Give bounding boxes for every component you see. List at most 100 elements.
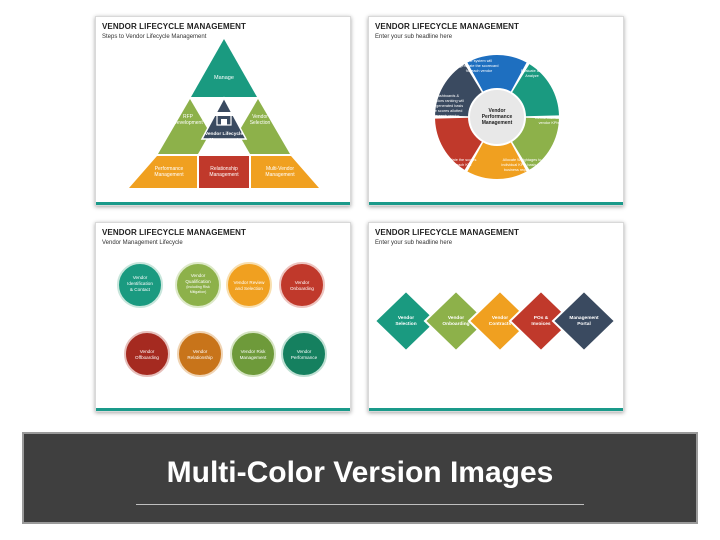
slide-subtitle: Vendor Management Lifecycle [102,240,183,246]
center-label-2: Performance [482,114,513,120]
seg6-line-3: be generated basis [431,104,463,108]
bottom2-line-1: Vendor [193,349,208,354]
slide-title: VENDOR LIFECYCLE MANAGEMENT [375,228,520,237]
bubble-bottom-1: Vendor Offboarding [124,331,170,377]
seg4-line-3: business requirement [504,168,541,172]
seg4-line-2: individual KPIs basis the [501,163,542,167]
slide-subtitle: Enter your sub headline here [375,240,453,246]
label-performance-1: Performance [155,166,184,172]
pyramid-bottom-right [251,156,319,188]
diamond-step-5: Management Portal [551,289,617,353]
step2-line-2: Onboarding [442,321,469,327]
step4-line-2: Invoices [531,321,551,327]
bubble-bottom-4: Vendor Performance [281,331,327,377]
slide-title: VENDOR LIFECYCLE MANAGEMENT [102,22,247,31]
seg2-label: Evaluate and Analyze [521,69,543,78]
bubble-top-3: Vendor Review and Selection [226,262,272,308]
step2-line-1: Vendor [448,315,464,321]
step5-line-1: Management [569,315,599,321]
seg3-line-2: vendor KPIs [539,121,560,125]
pyramid-bottom-center [199,156,249,188]
seg4-label: Allocate Weightages to individual KPIs b… [501,158,542,172]
label-multivendor-2: Management [265,172,295,178]
label-center-2: Management [209,137,239,143]
top2-line-4: Mitigation) [190,290,207,294]
slide-title: VENDOR LIFECYCLE MANAGEMENT [375,22,520,31]
bubble-top-4: Vendor Onboarding [279,262,325,308]
slide-accent-bar [96,202,350,205]
top1-line-3: & Contact [130,287,151,292]
ring-segment-6 [435,64,483,117]
label-performance-2: Management [154,172,184,178]
seg5-label: Update the scores for each KPI [446,158,477,167]
bubble-top-1: Vendor Identification & Contact [117,262,163,308]
slide-diamonds[interactable]: VENDOR LIFECYCLE MANAGEMENT Enter your s… [368,222,624,412]
seg6-line-1: Dashboards & [435,94,460,98]
banner-divider [136,504,584,505]
step3-line-2: Contracts [489,321,512,327]
seg6-line-5: to each vendor [434,114,460,118]
bottom-banner: Multi-Color Version Images [22,432,698,524]
diamond-step-4: POs & Invoices [508,289,574,353]
top4-line-1: Vendor [295,280,310,285]
ring-segment-2 [511,64,559,117]
bottom1-line-2: Offboarding [135,355,159,360]
label-manage: Manage [214,75,234,81]
seg3-line-1: Define individual [535,116,563,120]
slide-circular[interactable]: VENDOR LIFECYCLE MANAGEMENT Enter your s… [368,16,624,206]
label-center-1: Vendor Lifecycle [205,131,243,137]
bottom4-line-1: Vendor [297,349,312,354]
store-icon [215,112,233,126]
ring-segment-5 [435,117,483,170]
seg3-label: Define individual vendor KPIs [535,116,563,125]
seg2-line-1: Evaluate and [521,69,543,73]
seg1-line-2: generate the scorecard [459,64,498,68]
seg4-line-1: Allocate Weightages to [503,158,542,162]
slide-pyramid[interactable]: VENDOR LIFECYCLE MANAGEMENT Steps to Ven… [95,16,351,206]
pyramid-diagram: Manage RFP Development Vendor Selection … [129,39,319,188]
slide-bubbles[interactable]: VENDOR LIFECYCLE MANAGEMENT Vendor Manag… [95,222,351,412]
label-relationship-1: Relationship [210,166,238,172]
circular-diagram: Vendor Performance Management The system… [430,55,563,180]
seg1-line-3: for each vendor [466,69,493,73]
bubble-top-2: Vendor Qualification (Including Risk Mit… [175,262,221,308]
seg5-line-2: for each KPI [451,163,472,167]
bottom4-line-2: Performance [291,355,318,360]
seg6-line-4: the scores allotted [432,109,463,113]
bottom1-line-1: Vendor [140,349,155,354]
top2-line-1: Vendor [191,273,206,278]
pyramid-top [191,39,257,97]
slide-accent-bar [96,408,350,411]
label-vendor-selection-2: Selection [250,120,271,126]
top1-line-1: Vendor [133,275,148,280]
ring-segment-3 [511,117,559,170]
top3-line-2: and Selection [235,286,263,291]
ring-segment-4 [467,141,527,180]
slide-subtitle: Enter your sub headline here [375,34,453,40]
center-label-3: Management [482,120,513,126]
bottom3-line-1: Vendor Risk [241,349,266,354]
center-label-1: Vendor [489,108,506,114]
label-vendor-selection-1: Vendor [252,114,268,120]
top3-line-1: Vendor Review [234,280,266,285]
ring-segment-1 [467,55,527,93]
step4-line-1: POs & [534,315,549,321]
seg1-label: The system will generate the scorecard f… [459,59,498,73]
banner-title: Multi-Color Version Images [166,456,554,489]
step5-line-2: Portal [577,321,591,327]
pyramid-center [200,96,248,140]
bottom3-line-2: Management [240,355,268,360]
top2-line-3: (Including Risk [186,285,210,289]
slide-subtitle: Steps to Vendor Lifecycle Management [102,34,207,40]
pyramid-bottom-left [129,156,197,188]
seg6-label: Dashboards & Vendors ranking will be gen… [430,94,464,118]
bubble-bottom-3: Vendor Risk Management [230,331,276,377]
pyramid-left-mid [158,99,210,154]
slide-title: VENDOR LIFECYCLE MANAGEMENT [102,228,247,237]
diamonds-diagram: Vendor Selection Vendor Onboarding Vendo… [373,289,617,353]
top4-line-2: Onboarding [290,286,314,291]
slide-accent-bar [369,408,623,411]
slide-accent-bar [369,202,623,205]
seg6-line-2: Vendors ranking will [430,99,464,103]
bottom2-line-2: Relationship [187,355,213,360]
